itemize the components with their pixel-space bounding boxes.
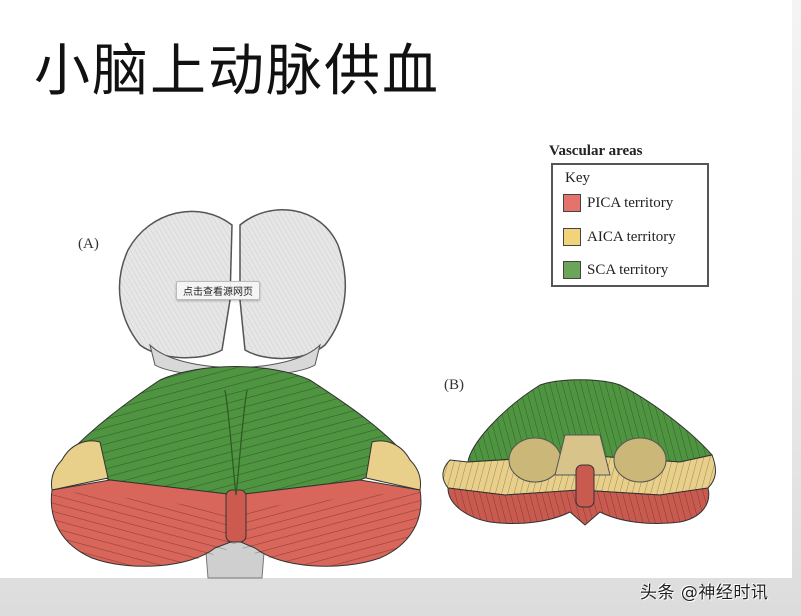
figure-a-label: (A) (78, 236, 99, 252)
figure-a-aica-right (365, 440, 421, 491)
legend: Key PICA territory AICA territory SCA te… (551, 163, 709, 287)
figure-b-vermis (575, 464, 595, 508)
figure-b-label: (B) (444, 377, 464, 393)
legend-title: Vascular areas (549, 143, 643, 159)
sca-swatch-icon (563, 261, 581, 279)
aica-swatch-icon (563, 228, 581, 246)
legend-label-pica: PICA territory (587, 194, 674, 211)
legend-label-sca: SCA territory (587, 261, 669, 278)
slide: 小脑上动脉供血 (A) (34, 39, 716, 579)
pica-swatch-icon (563, 194, 581, 212)
view-source-button[interactable]: 点击查看源网页 (176, 281, 260, 300)
figure-b-cerebellum-illustration (442, 379, 716, 526)
legend-item-aica: AICA territory (563, 227, 676, 247)
legend-item-pica: PICA territory (563, 193, 673, 213)
source-watermark: 头条 @神经时讯 (640, 583, 769, 603)
legend-key-label: Key (565, 170, 590, 186)
legend-item-sca: SCA territory (563, 260, 668, 280)
figure-a-cerebellum-illustration (50, 208, 422, 579)
slide-title: 小脑上动脉供血 (34, 39, 440, 104)
figure-a-aica-left (51, 440, 109, 491)
legend-label-aica: AICA territory (587, 228, 676, 245)
